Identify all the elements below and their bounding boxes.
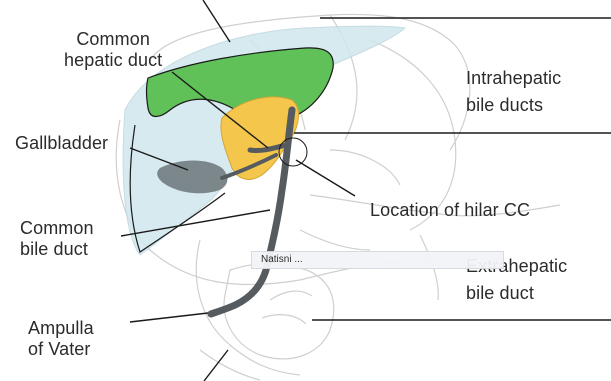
label-intrahepatic-line2: bile ducts	[466, 92, 561, 119]
label-gallbladder: Gallbladder	[15, 133, 108, 154]
label-extrahepatic-line2: bile duct	[466, 280, 567, 307]
tooltip: Natisni ...	[251, 251, 504, 269]
label-common-bile-duct-line2: bile duct	[20, 239, 94, 260]
hilar-location-circle	[279, 138, 307, 166]
label-common-hepatic-duct-line1: Common	[64, 29, 162, 50]
label-common-bile-duct-line1: Common	[20, 218, 94, 239]
label-common-bile-duct: Common bile duct	[20, 218, 94, 260]
label-intrahepatic-bile-ducts: Intrahepatic bile ducts	[466, 65, 561, 119]
leader-hilar-cc	[296, 160, 355, 196]
label-common-hepatic-duct: Common hepatic duct	[64, 29, 162, 71]
label-ampulla-of-vater: Ampulla of Vater	[28, 318, 94, 360]
leader-top	[203, 0, 230, 42]
label-intrahepatic-line1: Intrahepatic	[466, 65, 561, 92]
label-ampulla-line1: Ampulla	[28, 318, 94, 339]
label-common-hepatic-duct-line2: hepatic duct	[64, 50, 162, 71]
label-location-hilar-cc: Location of hilar CC	[370, 200, 530, 221]
leader-ampulla	[130, 313, 208, 322]
label-ampulla-line2: of Vater	[28, 339, 94, 360]
